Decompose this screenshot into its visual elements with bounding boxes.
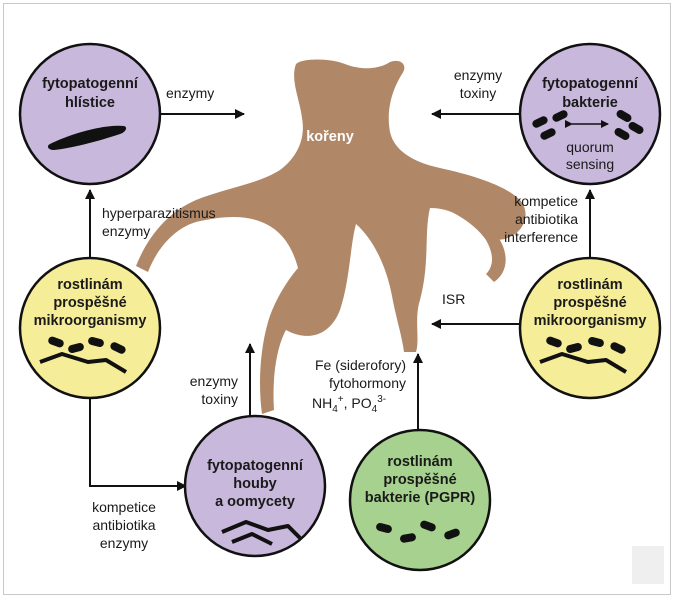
label-hyperparasitism: hyperparazitismus [102, 205, 216, 221]
label-fungi-enzymes: enzymy [190, 373, 238, 389]
label-left-competition: kompetice [92, 499, 156, 515]
node-benef-left-title-3: mikroorganismy [34, 313, 147, 329]
node-pgpr: rostlinám prospěšné bakterie (PGPR) [348, 428, 492, 572]
microbes-icon [546, 336, 626, 354]
label-right-antibiotics: antibiotika [515, 211, 578, 227]
node-pgpr-title-2: prospěšné [383, 472, 456, 488]
root-branch-left [270, 186, 318, 330]
arrow-benef-left-to-fungi [89, 398, 187, 491]
label-bacteria-toxins: toxiny [460, 85, 497, 101]
node-nematodes-title-2: hlístice [65, 95, 115, 111]
node-pgpr-title-1: rostlinám [387, 454, 452, 470]
root-branch-right [416, 186, 506, 282]
bacteria-rods-icon [532, 110, 644, 140]
root-system [136, 59, 526, 414]
node-fungi-title-2: houby [233, 476, 277, 492]
label-right-interference: interference [504, 229, 578, 245]
node-pgpr-title-3: bakterie (PGPR) [365, 490, 476, 506]
microbes-icon [48, 336, 126, 354]
node-benef-right-circle [518, 256, 662, 400]
node-path-bacteria: fytopatogenní bakterie quorum sensing [518, 42, 662, 186]
node-path-bacteria-title-1: fytopatogenní [542, 76, 639, 92]
label-bacteria-enzymes: enzymy [454, 67, 502, 83]
label-isr: ISR [442, 291, 465, 307]
hypha-icon [539, 352, 628, 374]
node-benef-left-title-2: prospěšné [53, 295, 126, 311]
node-benef-right: rostlinám prospěšné mikroorganismy [518, 256, 662, 400]
node-benef-right-title-1: rostlinám [557, 277, 622, 293]
roots-label: kořeny [306, 129, 354, 145]
node-fungi-title-3: a oomycety [215, 494, 295, 510]
label-right-competition: kompetice [514, 193, 578, 209]
node-benef-right-title-3: mikroorganismy [534, 313, 647, 329]
corner-tab [632, 546, 664, 584]
node-benef-left-title-1: rostlinám [57, 277, 122, 293]
label-pgpr-nutrients: NH4+, PO43- [312, 394, 386, 415]
fungal-hypha-icon [221, 520, 302, 540]
label-pgpr-fe: Fe (siderofory) [315, 357, 406, 373]
node-fungi-circle [183, 414, 327, 558]
node-fungi: fytopatogenní houby a oomycety [183, 414, 327, 558]
label-hyper-enzymes: enzymy [102, 223, 150, 239]
node-fungi-title-1: fytopatogenní [207, 458, 304, 474]
quorum-label-2: sensing [566, 156, 614, 172]
node-benef-left: rostlinám prospěšné mikroorganismy [18, 256, 162, 400]
label-pgpr-phytohormones: fytohormony [329, 375, 406, 391]
node-benef-left-circle [18, 256, 162, 400]
node-nematodes-circle [18, 42, 162, 186]
root-trunk [136, 59, 526, 414]
hypha-icon [39, 352, 128, 374]
node-nematodes: fytopatogenní hlístice [18, 42, 162, 186]
label-left-enzymes: enzymy [100, 535, 148, 551]
node-nematodes-title-1: fytopatogenní [42, 76, 139, 92]
node-path-bacteria-title-2: bakterie [562, 95, 618, 111]
label-fungi-toxins: toxiny [201, 391, 238, 407]
node-benef-right-title-2: prospěšné [553, 295, 626, 311]
nematode-icon [47, 125, 127, 150]
node-path-bacteria-circle [518, 42, 662, 186]
quorum-label-1: quorum [566, 139, 613, 155]
pgpr-bacteria-icon [376, 520, 460, 543]
fungal-hypha-branch-icon [231, 532, 273, 546]
label-nematodes-enzymes: enzymy [166, 85, 214, 101]
label-left-antibiotics: antibiotika [92, 517, 155, 533]
